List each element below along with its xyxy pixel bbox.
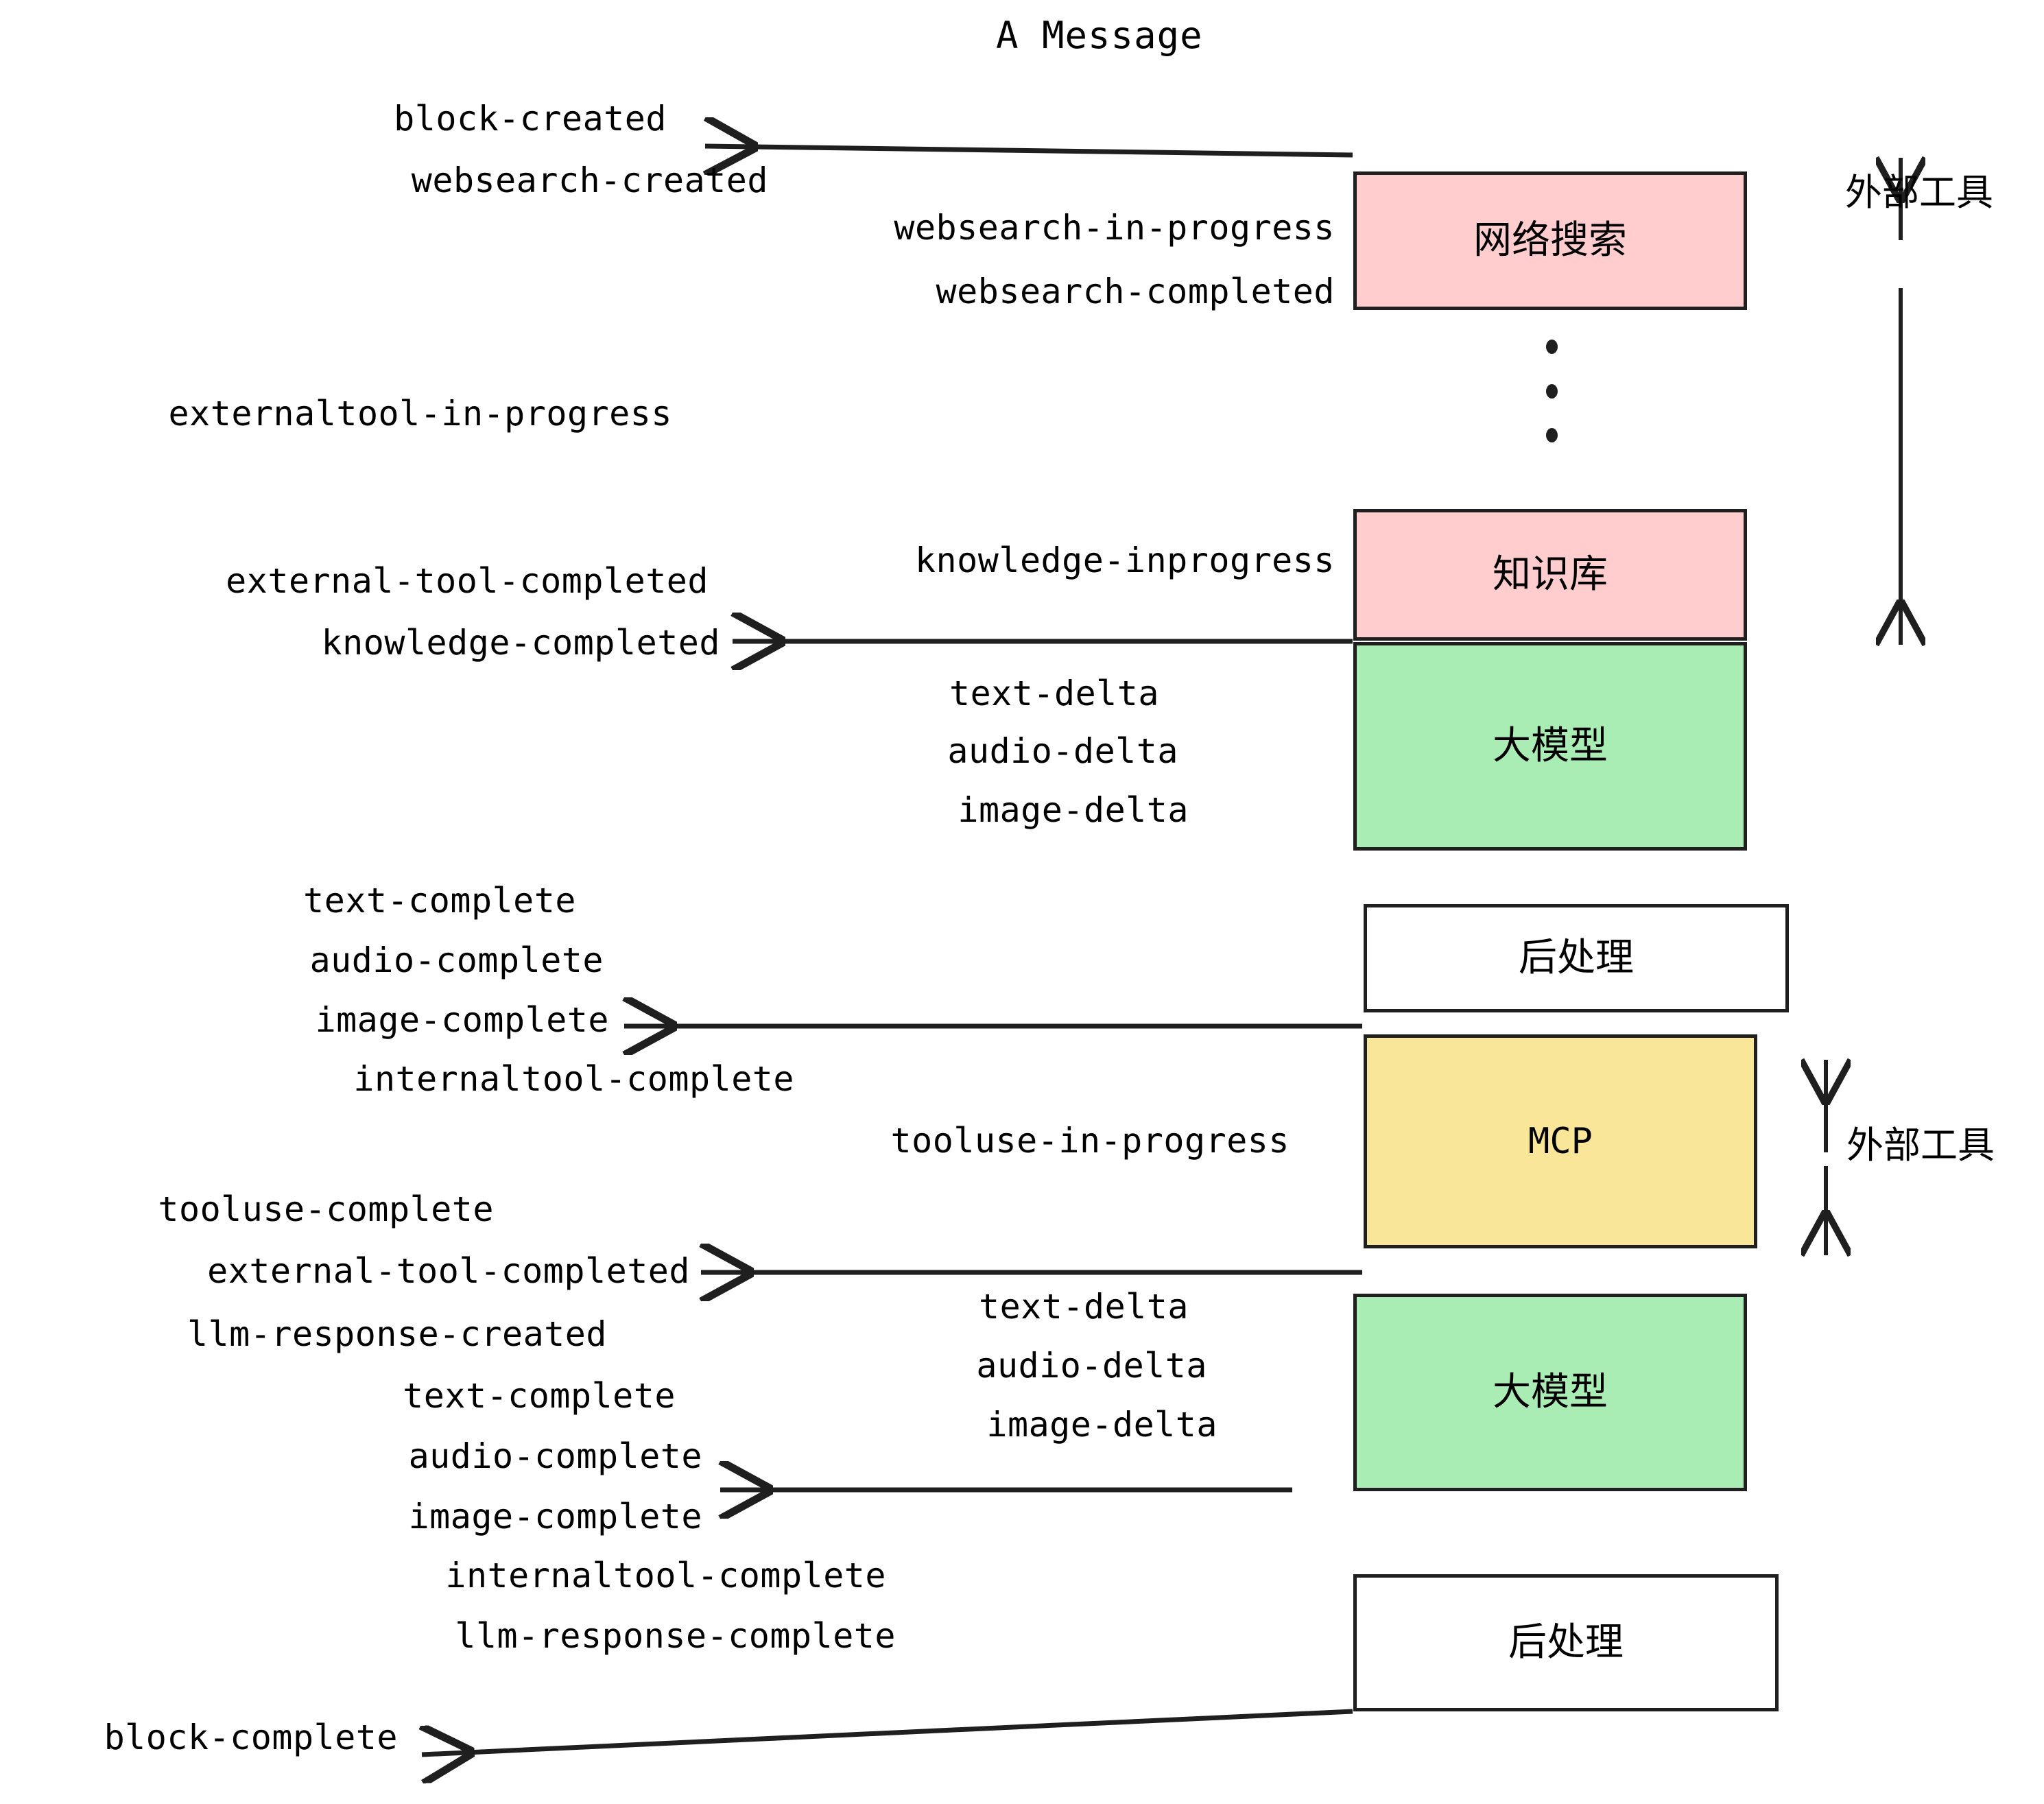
- node-label: 知识库: [1493, 552, 1608, 597]
- event-external-tool-completed-2: external-tool-completed: [207, 1251, 690, 1291]
- node-label: 后处理: [1519, 936, 1634, 980]
- page-title: A Message: [996, 14, 1203, 57]
- event-websearch-completed: websearch-completed: [936, 272, 1335, 311]
- event-text-complete-1: text-complete: [303, 881, 576, 921]
- event-externaltool-in-progress: externaltool-in-progress: [168, 394, 672, 434]
- event-audio-delta-2: audio-delta: [976, 1346, 1207, 1386]
- event-image-complete-1: image-complete: [315, 1000, 609, 1040]
- node-llm-2: 大模型: [1353, 1294, 1747, 1491]
- event-websearch-created: websearch-created: [411, 161, 768, 200]
- event-external-tool-completed-1: external-tool-completed: [226, 561, 709, 601]
- event-llm-response-complete: llm-response-complete: [455, 1616, 896, 1656]
- event-tooluse-in-progress: tooluse-in-progress: [890, 1121, 1290, 1161]
- event-knowledge-inprogress: knowledge-inprogress: [914, 541, 1335, 580]
- node-llm-1: 大模型: [1353, 642, 1747, 851]
- event-block-complete: block-complete: [104, 1718, 398, 1757]
- event-image-complete-2: image-complete: [408, 1497, 702, 1536]
- side-label-external-tools-top: 外部工具: [1845, 171, 1993, 214]
- event-tooluse-complete: tooluse-complete: [158, 1189, 494, 1229]
- event-websearch-in-progress: websearch-in-progress: [894, 208, 1335, 248]
- node-websearch: 网络搜索: [1353, 171, 1747, 310]
- event-image-delta-1: image-delta: [958, 790, 1189, 830]
- side-label-external-tools-bottom: 外部工具: [1846, 1124, 1995, 1167]
- ellipsis-dots: [1545, 340, 1558, 442]
- ellipsis-dot: [1545, 428, 1558, 442]
- event-knowledge-completed: knowledge-completed: [321, 623, 720, 663]
- ellipsis-dot: [1545, 383, 1558, 399]
- event-internaltool-complete-1: internaltool-complete: [353, 1059, 794, 1099]
- event-audio-delta-1: audio-delta: [947, 731, 1178, 771]
- node-postproc-2: 后处理: [1353, 1574, 1779, 1711]
- event-audio-complete-2: audio-complete: [408, 1436, 702, 1476]
- event-text-complete-2: text-complete: [403, 1376, 676, 1416]
- event-text-delta-1: text-delta: [949, 674, 1159, 713]
- node-knowledge: 知识库: [1353, 509, 1747, 641]
- node-label: 网络搜索: [1473, 218, 1627, 263]
- event-llm-response-created: llm-response-created: [187, 1314, 607, 1354]
- arrow-post2-to-block-complete: [422, 1709, 1353, 1755]
- node-mcp: MCP: [1364, 1034, 1757, 1248]
- event-image-delta-2: image-delta: [986, 1405, 1217, 1445]
- ellipsis-dot: [1545, 340, 1558, 354]
- node-postproc-1: 后处理: [1364, 904, 1789, 1012]
- event-internaltool-complete-2: internaltool-complete: [445, 1556, 886, 1595]
- node-label: MCP: [1528, 1121, 1593, 1162]
- node-label: 大模型: [1493, 724, 1608, 768]
- event-text-delta-2: text-delta: [978, 1287, 1189, 1327]
- event-audio-complete-1: audio-complete: [309, 940, 604, 980]
- node-label: 后处理: [1508, 1620, 1624, 1665]
- node-label: 大模型: [1493, 1370, 1608, 1414]
- arrow-websearch-to-created: [705, 146, 1353, 155]
- event-block-created: block-created: [394, 99, 667, 139]
